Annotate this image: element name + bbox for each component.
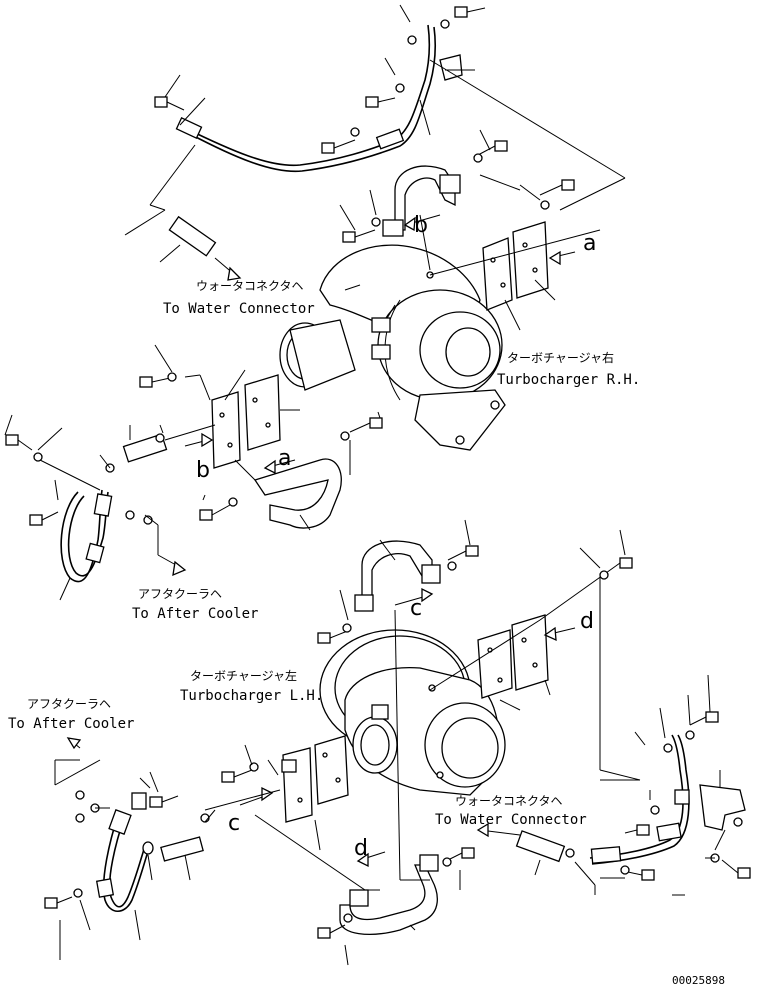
bolt-icon xyxy=(539,179,575,196)
bolt-icon xyxy=(627,869,655,881)
bolt-icon xyxy=(624,824,650,836)
turbo-lh-en: Turbocharger L.H. xyxy=(180,688,323,704)
view-letter-d-right: d xyxy=(580,609,594,634)
left-mid-assembly xyxy=(4,344,383,601)
turbo-lh-jp: ターボチャージャ左 xyxy=(190,668,297,683)
turbo-rh-jp: ターボチャージャ右 xyxy=(507,350,614,365)
bolt-icon xyxy=(477,140,508,156)
lower-left-hose xyxy=(44,737,281,960)
drawing-number: 00025898 xyxy=(672,974,725,986)
bolt-icon xyxy=(317,924,346,939)
view-letter-d-lower: d xyxy=(354,836,368,861)
bolt-icon xyxy=(199,504,231,521)
bolt-icon xyxy=(447,545,479,561)
after-cooler-mid-jp: アフタクーラヘ xyxy=(138,587,222,601)
water-connector-bot-jp: ウォータコネクタヘ xyxy=(455,794,563,808)
after-cooler-mid-en: To After Cooler xyxy=(132,606,258,622)
water-connector-top-jp: ウォータコネクタヘ xyxy=(196,279,304,293)
bolt-icon xyxy=(365,96,396,108)
bolt-icon xyxy=(5,434,33,451)
bolt-icon xyxy=(221,769,253,783)
bolt-icon xyxy=(154,96,185,111)
view-letter-a-lower: a xyxy=(278,446,291,471)
bolt-icon xyxy=(321,139,356,154)
bolt-icon xyxy=(349,417,383,433)
water-connector-bot-en: To Water Connector xyxy=(435,812,587,828)
view-letter-a-right: a xyxy=(583,231,596,256)
view-letter-c-upper: c xyxy=(410,596,422,621)
view-letter-b-upper: b xyxy=(414,213,428,238)
turbocharger-rh xyxy=(279,129,601,451)
after-cooler-left-jp: アフタクーラヘ xyxy=(27,697,111,711)
bolt-icon xyxy=(454,6,486,18)
lower-right-water-line xyxy=(476,674,751,896)
water-connector-top-en: To Water Connector xyxy=(163,301,315,317)
bolt-icon xyxy=(721,859,751,879)
turbo-rh-en: Turbocharger R.H. xyxy=(497,372,640,388)
bolt-icon xyxy=(29,511,59,526)
view-letter-b-left: b xyxy=(196,458,210,483)
bolt-icon xyxy=(689,711,719,726)
upper-water-line xyxy=(124,4,626,281)
after-cooler-left-en: To After Cooler xyxy=(8,716,134,732)
turbocharger-lh xyxy=(221,519,641,966)
view-letter-c-left: c xyxy=(228,811,240,836)
bolt-icon xyxy=(139,376,171,388)
bolt-icon xyxy=(149,795,179,808)
bolt-icon xyxy=(44,896,73,909)
bolt-icon xyxy=(342,229,376,243)
